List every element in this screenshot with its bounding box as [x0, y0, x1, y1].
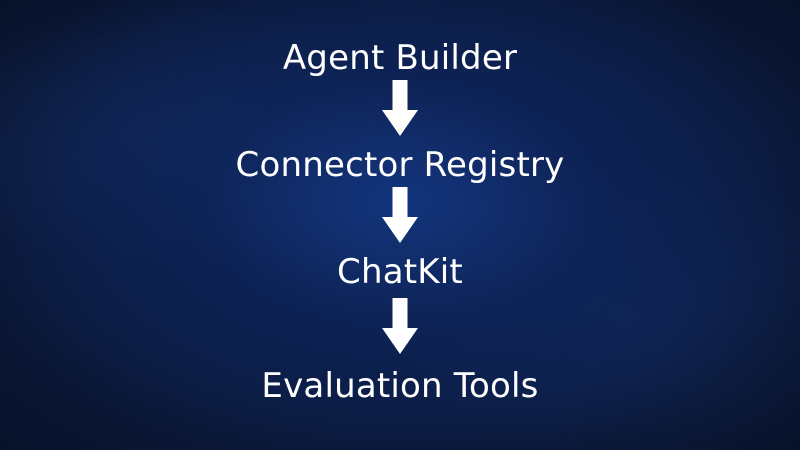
step-connector-registry: Connector Registry — [235, 145, 565, 185]
down-arrow-icon — [382, 80, 418, 136]
step-chatkit: ChatKit — [337, 252, 463, 292]
step-evaluation-tools: Evaluation Tools — [261, 366, 539, 406]
down-arrow-icon — [382, 187, 418, 243]
down-arrow-icon — [382, 298, 418, 354]
step-agent-builder: Agent Builder — [282, 38, 518, 78]
